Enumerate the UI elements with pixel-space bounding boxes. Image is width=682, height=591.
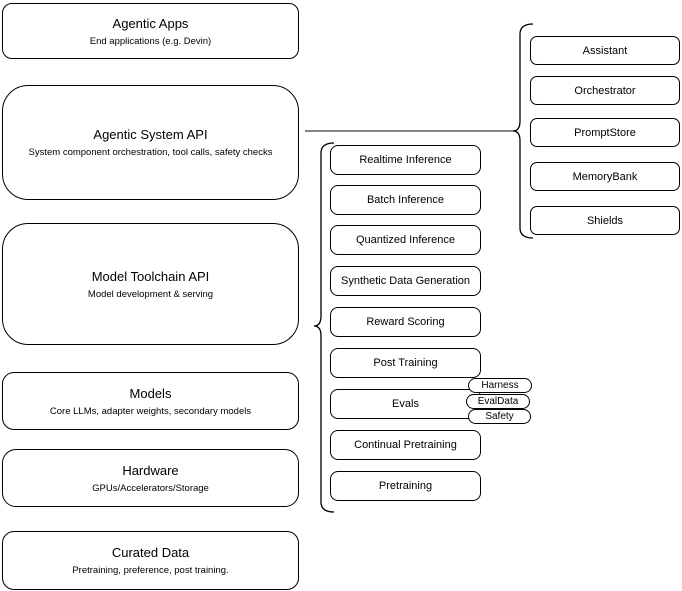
node-label: Assistant — [582, 44, 628, 57]
node-label: PromptStore — [574, 126, 636, 139]
node-model-toolchain-api: Model Toolchain API Model development & … — [2, 223, 299, 345]
node-realtime-inference: Realtime Inference — [330, 145, 481, 175]
node-evals: Evals — [330, 389, 481, 419]
node-post-training: Post Training — [330, 348, 481, 378]
node-subtitle: GPUs/Accelerators/Storage — [92, 482, 209, 494]
node-pretraining: Pretraining — [330, 471, 481, 501]
node-reward-scoring: Reward Scoring — [330, 307, 481, 337]
node-title: Models — [129, 385, 172, 401]
node-label: Orchestrator — [574, 84, 636, 97]
node-label: Realtime Inference — [359, 154, 452, 166]
node-subtitle: Pretraining, preference, post training. — [72, 565, 229, 576]
node-orchestrator: Orchestrator — [530, 76, 680, 105]
node-title: Model Toolchain API — [91, 268, 210, 284]
node-hardware: Hardware GPUs/Accelerators/Storage — [2, 449, 299, 507]
node-curated-data: Curated Data Pretraining, preference, po… — [2, 531, 299, 590]
node-label: Continual Pretraining — [354, 439, 457, 451]
pill-label: Safety — [485, 411, 514, 422]
node-subtitle: Model development & serving — [87, 288, 214, 300]
node-label: Quantized Inference — [355, 234, 456, 246]
node-title: Agentic Apps — [112, 15, 189, 31]
node-promptstore: PromptStore — [530, 118, 680, 147]
pill-label: EvalData — [477, 396, 519, 407]
node-label: Batch Inference — [366, 194, 445, 206]
node-subtitle: End applications (e.g. Devin) — [89, 35, 212, 47]
node-title: Curated Data — [111, 545, 190, 560]
node-models: Models Core LLMs, adapter weights, secon… — [2, 372, 299, 430]
node-label: MemoryBank — [572, 170, 638, 183]
node-quantized-inference: Quantized Inference — [330, 225, 481, 255]
node-agentic-system-api: Agentic System API System component orch… — [2, 85, 299, 200]
node-eval-safety: Safety — [468, 409, 531, 424]
node-eval-harness: Harness — [468, 378, 532, 393]
node-subtitle: Core LLMs, adapter weights, secondary mo… — [49, 405, 252, 417]
node-batch-inference: Batch Inference — [330, 185, 481, 215]
node-memorybank: MemoryBank — [530, 162, 680, 191]
node-label: Shields — [586, 214, 624, 227]
node-title: Agentic System API — [93, 127, 208, 142]
node-label: Evals — [392, 398, 419, 410]
node-title: Hardware — [122, 462, 179, 478]
node-label: Reward Scoring — [366, 316, 445, 328]
node-shields: Shields — [530, 206, 680, 235]
node-agentic-apps: Agentic Apps End applications (e.g. Devi… — [2, 3, 299, 59]
node-assistant: Assistant — [530, 36, 680, 65]
pill-label: Harness — [481, 380, 519, 391]
node-synthetic-data-generation: Synthetic Data Generation — [330, 266, 481, 296]
node-eval-evaldata: EvalData — [466, 394, 530, 409]
node-label: Pretraining — [378, 480, 433, 492]
node-label: Synthetic Data Generation — [340, 275, 471, 287]
node-subtitle: System component orchestration, tool cal… — [28, 147, 273, 158]
node-label: Post Training — [373, 357, 438, 369]
node-continual-pretraining: Continual Pretraining — [330, 430, 481, 460]
